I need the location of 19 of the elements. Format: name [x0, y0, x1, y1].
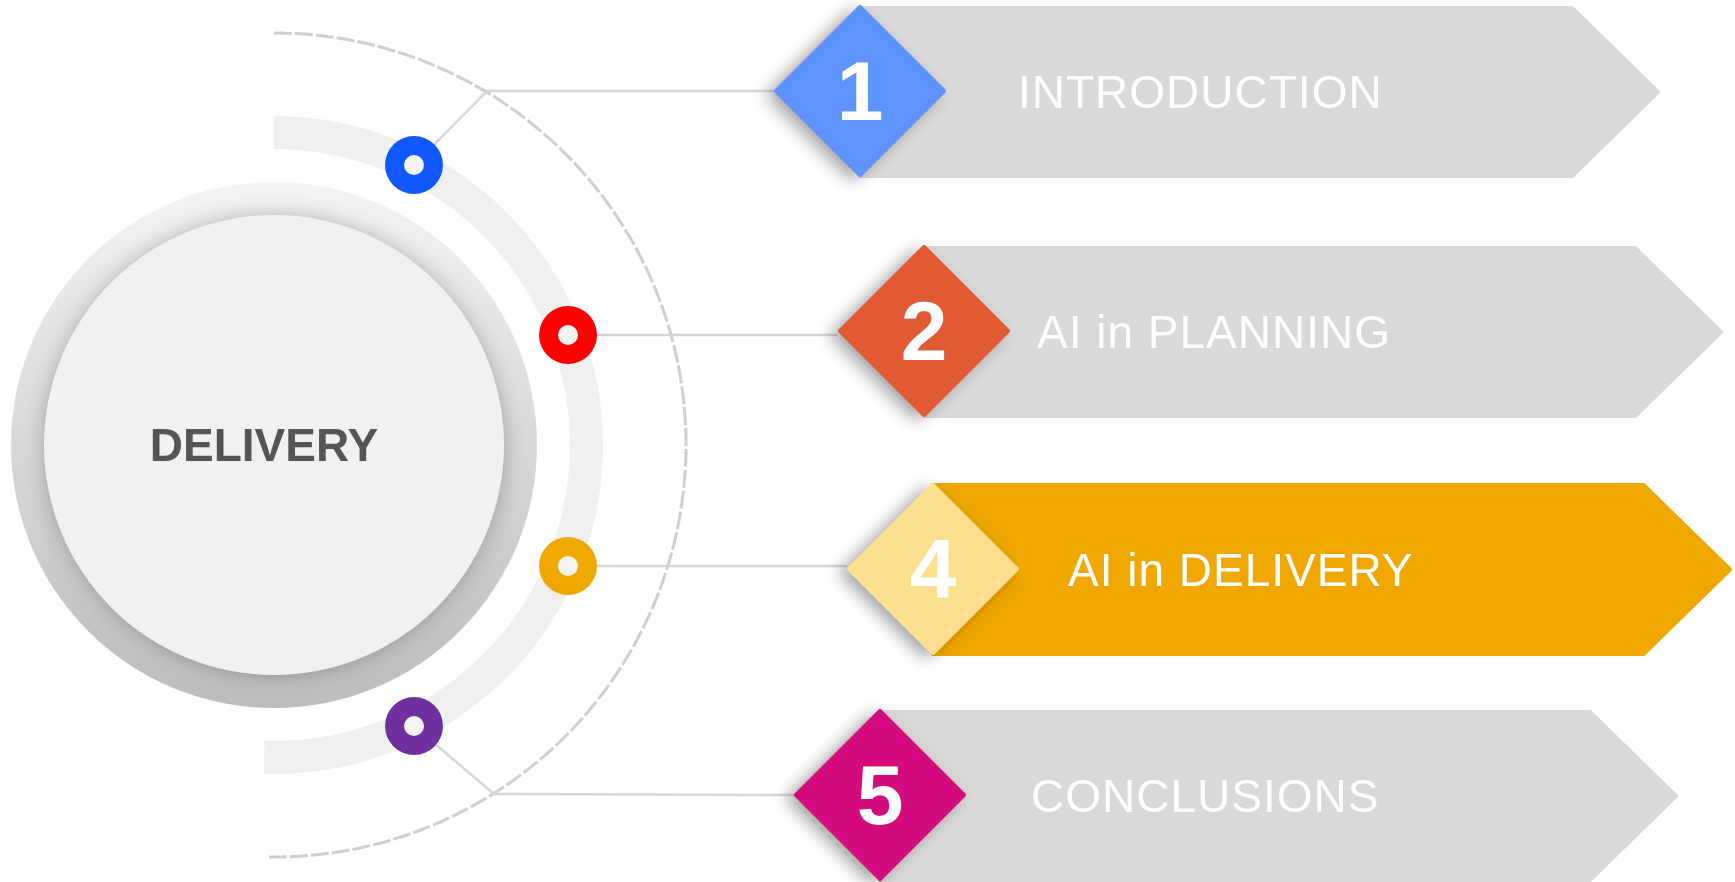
marker-dot: [385, 136, 443, 194]
number-diamond: [838, 245, 1010, 417]
step-number: 4: [909, 527, 957, 611]
step-number: 1: [836, 49, 884, 133]
step-number: 5: [856, 753, 904, 837]
number-diamond: [774, 5, 946, 177]
connector-line: [433, 89, 774, 146]
step-number: 2: [900, 289, 948, 373]
marker-dot: [539, 537, 597, 595]
marker-dot: [385, 697, 443, 755]
step-title: AI in DELIVERY: [1068, 542, 1414, 597]
hub-circle: [11, 182, 537, 708]
connector-line: [597, 564, 847, 568]
connector-line: [435, 743, 794, 797]
number-diamond: [794, 709, 966, 881]
marker-dot: [539, 306, 597, 364]
connector-line: [597, 333, 838, 337]
number-diamond: [847, 483, 1019, 655]
hub-title: DELIVERY: [149, 418, 379, 472]
